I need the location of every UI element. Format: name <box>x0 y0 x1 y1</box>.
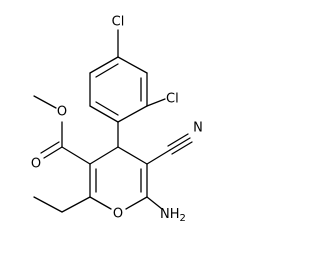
bond <box>117 105 148 123</box>
bond <box>117 56 148 74</box>
pyran-oxygen-label: O <box>113 207 123 222</box>
nitrile-nitrogen-label: N <box>193 121 203 136</box>
bond <box>61 146 91 165</box>
chlorine-label-right: Cl <box>166 92 179 107</box>
pyran-ring <box>89 146 148 210</box>
chemical-structure-diagram: Cl Cl O O N O NH2 <box>31 15 203 224</box>
bond <box>89 146 119 165</box>
nitrile-group <box>146 133 193 165</box>
amino-group-label: NH2 <box>160 207 186 224</box>
bond <box>95 101 119 116</box>
bond <box>89 56 119 74</box>
bond <box>33 95 57 109</box>
bond <box>95 63 119 78</box>
amino-subscript: 2 <box>180 213 186 224</box>
ethyl-group <box>33 196 91 213</box>
bond <box>33 196 63 213</box>
bond <box>146 196 163 210</box>
bond <box>167 133 189 147</box>
bond <box>43 146 63 159</box>
chlorine-label-top: Cl <box>112 15 125 30</box>
bond <box>169 137 191 151</box>
amino-nh-text: NH <box>160 207 180 222</box>
bond <box>61 196 91 213</box>
ester-carbonyl-oxygen-label: O <box>31 157 41 172</box>
ester-methoxy-oxygen-label: O <box>57 105 67 120</box>
bond <box>146 149 171 165</box>
bond <box>125 196 148 210</box>
bond <box>146 98 166 107</box>
methyl-ester-group <box>33 95 91 165</box>
dichlorophenyl-ring <box>89 29 166 123</box>
bond <box>117 146 148 165</box>
bond <box>89 105 119 123</box>
bond <box>89 196 112 210</box>
bond <box>40 141 60 154</box>
bond <box>171 141 193 155</box>
